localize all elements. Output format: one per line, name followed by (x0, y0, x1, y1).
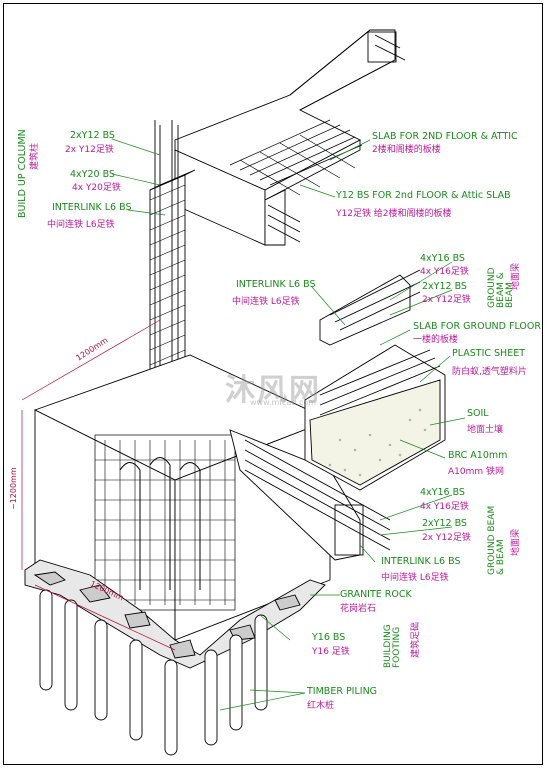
label-granite-rock: GRANITE ROCK (340, 589, 412, 600)
label-building-footing-cn: 建筑足础 (411, 621, 421, 658)
label-plastic-sheet: PLASTIC SHEET (452, 348, 526, 359)
label-y16-cn: Y16 足铁 (312, 647, 350, 657)
label-y12-slab: Y12 BS FOR 2nd FLOOR & Attic SLAB (336, 190, 511, 201)
label-slab-2nd-floor-cn: 2楼和阁楼的板楼 (372, 145, 441, 155)
label-slab-2nd-floor: SLAB FOR 2ND FLOOR & ATTIC (372, 131, 518, 142)
label-brc: BRC A10mm (448, 450, 508, 461)
label-ground-beam-2-cn: 地面梁 (511, 528, 521, 556)
label-ground-beam-cn: 地面梁 (511, 262, 521, 290)
label-col-4xy20: 4xY20 BS (70, 169, 115, 180)
label-gb1-2xy12: 2xY12 BS (422, 281, 467, 292)
label-soil: SOIL (467, 408, 489, 419)
label-timber-piling-cn: 红木桩 (307, 701, 335, 711)
label-col-2xy12-cn: 2x Y12足铁 (65, 145, 114, 155)
label-building-footing: BUILDING FOOTING (383, 624, 402, 668)
label-brc-cn: A10mm 铁网 (448, 467, 505, 477)
drawing-frame (3, 3, 543, 765)
label-build-up-column: BUILD UP COLUMN (17, 129, 28, 218)
label-col-interlink: INTERLINK L6 BS (52, 202, 132, 213)
watermark-brand: 沐风网 (225, 373, 321, 408)
label-plastic-sheet-cn: 防白蚁,透气塑料片 (452, 367, 527, 377)
label-build-up-column-cn: 建筑柱 (30, 142, 40, 170)
label-y16: Y16 BS (312, 632, 346, 643)
leader-lines (111, 138, 466, 711)
label-soil-cn: 地面土壤 (467, 425, 504, 435)
label-gb1-4xy16-cn: 4x Y16足铁 (420, 267, 469, 277)
ground-floor-slab (304, 344, 446, 491)
label-timber-piling: TIMBER PILING (307, 686, 378, 697)
label-slab-ground: SLAB FOR GROUND FLOOR (413, 321, 541, 332)
dimension-lines (21, 319, 176, 651)
timber-piles (39, 589, 268, 756)
label-col-interlink-cn: 中间连铁 L6足铁 (47, 220, 115, 230)
label-gb1-4xy16: 4xY16 BS (420, 253, 465, 264)
label-col-4xy20-cn: 4x Y20足铁 (72, 183, 121, 193)
label-gb2-2xy12-cn: 2x Y12足铁 (422, 533, 471, 543)
label-granite-rock-cn: 花岗岩石 (340, 604, 377, 614)
granite-rock-base (24, 559, 326, 669)
ground-beam-upper (319, 269, 421, 346)
label-beam-interlink: INTERLINK L6 BS (236, 279, 316, 290)
label-slab-ground-cn: 一楼的板楼 (413, 335, 459, 345)
label-gb2-interlink-cn: 中间连铁 L6足铁 (381, 573, 449, 583)
label-gb2-interlink: INTERLINK L6 BS (381, 556, 461, 567)
label-y12-slab-cn: Y12足铁 给2楼和阁楼的板楼 (336, 209, 452, 219)
label-ground-beam-2: GROUND BEAM & BEAM (487, 505, 506, 575)
upper-slab-structure (174, 29, 406, 246)
ground-beam-right (229, 429, 391, 561)
watermark-url: www.mfcad.com (250, 398, 317, 407)
label-gb1-2xy12-cn: 2x Y12足铁 (422, 295, 471, 305)
build-up-column (149, 120, 196, 420)
label-beam-interlink-cn: 中间连铁 L6足铁 (232, 297, 300, 307)
dimension-left: ~1200mm (9, 467, 18, 510)
label-col-2xy12: 2xY12 BS (70, 130, 115, 141)
label-gb2-2xy12: 2xY12 BS (422, 518, 467, 529)
label-gb2-4xy16-cn: 4x Y16足铁 (420, 502, 469, 512)
label-gb2-4xy16: 4xY16 BS (420, 487, 465, 498)
